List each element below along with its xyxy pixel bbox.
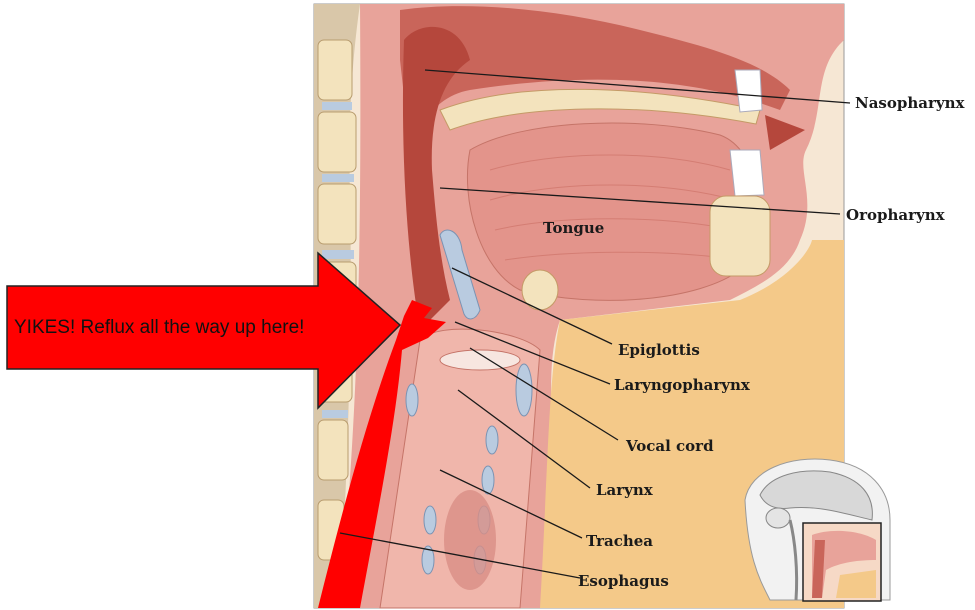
callout-text: YIKES! Reflux all the way up here! xyxy=(14,317,304,338)
label-laryngopharynx: Laryngopharynx xyxy=(614,376,751,394)
pharynx-airway xyxy=(402,26,470,330)
reflux-esophagus xyxy=(318,300,446,608)
label-trachea: Trachea xyxy=(586,532,653,550)
label-tongue: Tongue xyxy=(543,219,604,237)
label-esophagus: Esophagus xyxy=(578,572,669,590)
nasal-cavity xyxy=(400,6,790,151)
mouth-opening xyxy=(765,115,805,150)
inset-head-thumbnail xyxy=(744,458,891,602)
label-oropharynx: Oropharynx xyxy=(846,206,946,224)
vocal-fold xyxy=(439,349,521,371)
thyroid-gland xyxy=(444,490,496,590)
label-nasopharynx: Nasopharynx xyxy=(855,94,966,112)
anatomy-illustration xyxy=(313,3,845,609)
reflux-callout-arrow: YIKES! Reflux all the way up here! xyxy=(6,251,402,410)
epiglottis-shape xyxy=(439,229,481,320)
leader-lines xyxy=(339,69,851,579)
hard-palate xyxy=(439,88,761,131)
label-epiglottis: Epiglottis xyxy=(618,341,700,359)
label-larynx: Larynx xyxy=(596,481,654,499)
label-vocal-cord: Vocal cord xyxy=(625,437,714,455)
teeth xyxy=(729,69,765,197)
